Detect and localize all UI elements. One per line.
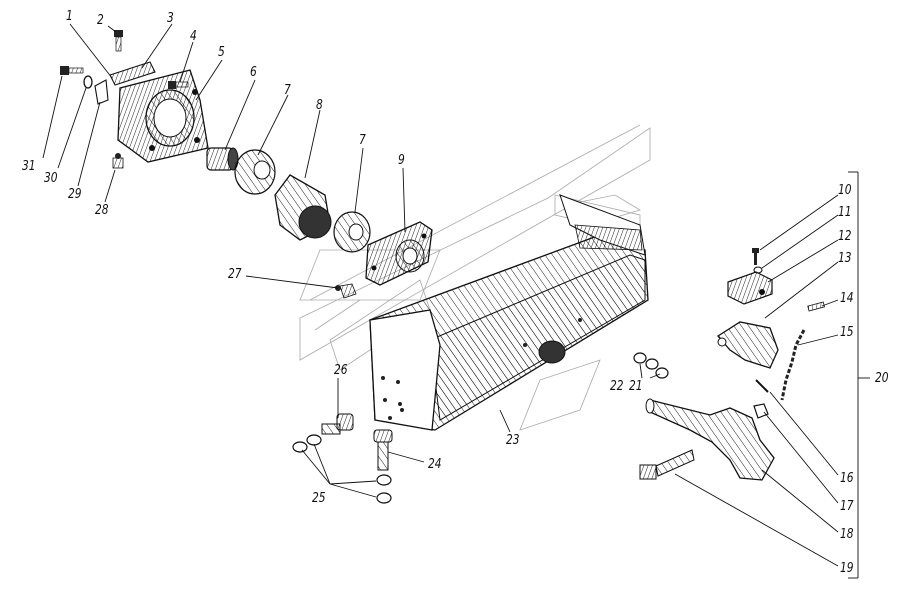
label-6: 6 (250, 65, 257, 80)
cover-part-9 (365, 221, 433, 286)
label-16: 16 (840, 471, 854, 486)
nipple-part-27 (335, 283, 357, 299)
ring-part-7-right (333, 211, 371, 253)
bracket-part-13 (717, 321, 779, 369)
cotter-part-16 (755, 379, 769, 393)
chain-part-15 (780, 329, 806, 401)
bolt-part-24 (373, 429, 393, 471)
label-7a: 7 (284, 83, 291, 98)
label-10: 10 (838, 183, 852, 198)
label-24: 24 (428, 457, 442, 472)
nipple-part-28 (112, 153, 124, 169)
washer-part-21a (645, 358, 659, 370)
label-3: 3 (167, 11, 174, 26)
ring-part-7-left (234, 149, 276, 195)
label-13: 13 (838, 251, 852, 266)
label-20: 20 (875, 371, 889, 386)
bushing-part-6 (206, 147, 239, 171)
label-23: 23 (506, 433, 520, 448)
label-21: 21 (629, 379, 643, 394)
nut-part-17 (753, 403, 769, 419)
label-11: 11 (838, 205, 852, 220)
label-19: 19 (840, 561, 854, 576)
pin-part-14 (807, 301, 825, 312)
label-2: 2 (97, 13, 104, 28)
clamp-part-12 (727, 271, 773, 305)
bolt-part-10 (752, 248, 759, 265)
nut-part-21 (655, 367, 669, 379)
label-1: 1 (66, 9, 73, 24)
leader-lines (42, 23, 870, 579)
label-5: 5 (218, 45, 225, 60)
beam-part-23 (369, 194, 649, 431)
label-7b: 7 (359, 133, 366, 148)
label-29: 29 (68, 187, 82, 202)
label-28: 28 (95, 203, 109, 218)
label-9: 9 (398, 153, 405, 168)
housing-part-5 (117, 69, 209, 163)
label-4: 4 (190, 29, 197, 44)
nuts-part-25 (292, 434, 392, 504)
washer-part-22 (633, 352, 647, 364)
tab-part-29 (94, 79, 109, 105)
label-30: 30 (44, 171, 58, 186)
label-15: 15 (840, 325, 854, 340)
bolt-part-4 (168, 81, 189, 89)
label-17: 17 (840, 499, 854, 514)
roller-part-8 (274, 174, 332, 241)
label-26: 26 (334, 363, 348, 378)
washer-part-30 (83, 75, 93, 89)
label-8: 8 (316, 98, 323, 113)
label-31: 31 (22, 159, 36, 174)
bolt-part-2 (114, 30, 123, 52)
label-18: 18 (840, 527, 854, 542)
label-14: 14 (840, 291, 854, 306)
bolt-part-31 (60, 66, 84, 75)
bolt-part-26 (321, 413, 354, 435)
label-12: 12 (838, 229, 852, 244)
plate-part-3 (109, 61, 156, 86)
hook-part-18 (645, 398, 775, 481)
bolt-part-19 (639, 449, 695, 480)
label-25: 25 (312, 491, 326, 506)
label-22: 22 (610, 379, 624, 394)
label-27: 27 (228, 267, 242, 282)
